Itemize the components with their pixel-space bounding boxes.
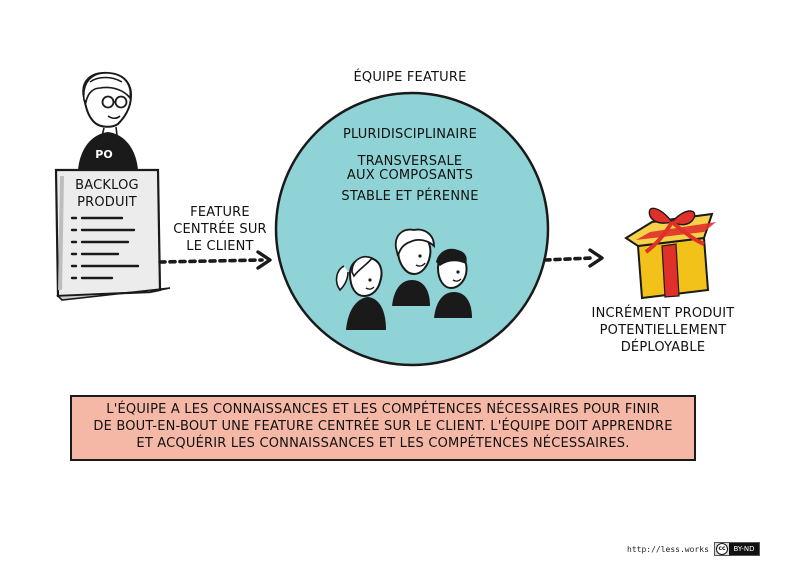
team-title: ÉQUIPE FEATURE	[353, 70, 467, 85]
output-label-line: INCRÉMENT PRODUIT	[591, 306, 735, 321]
flow-in-label-line: LE CLIENT	[186, 239, 254, 254]
arrow-out	[543, 248, 604, 268]
output-label: INCRÉMENT PRODUIT POTENTIELLEMENT DÉPLOY…	[588, 305, 738, 356]
summary-box	[70, 395, 696, 461]
po-badge: PO	[95, 148, 112, 161]
output-label-line: POTENTIELLEMENT	[599, 323, 727, 338]
output-label-line: DÉPLOYABLE	[620, 340, 706, 355]
backlog-document-icon	[54, 168, 171, 301]
summary-line: ET ACQUÉRIR LES CONNAISSANCES ET LES COM…	[136, 436, 630, 451]
flow-in-label: FEATURE CENTRÉE SUR LE CLIENT	[170, 204, 270, 255]
backlog-title-line: BACKLOG	[75, 178, 139, 193]
backlog-title: BACKLOG PRODUIT	[62, 177, 152, 211]
team-member-1-icon	[335, 256, 386, 330]
backlog-title-line: PRODUIT	[77, 195, 137, 210]
arrow-in	[158, 250, 272, 270]
gift-box-icon	[624, 207, 716, 300]
team-member-2-icon	[392, 228, 435, 306]
site-link[interactable]: http://less.works	[627, 545, 709, 554]
summary-line: DE BOUT-EN-BOUT UNE FEATURE CENTRÉE SUR …	[93, 419, 673, 434]
flow-in-label-line: FEATURE	[190, 205, 250, 220]
product-owner-icon	[78, 71, 138, 170]
team-trait-label: TRANSVERSALE	[357, 154, 463, 169]
license-label: BY-ND	[729, 543, 759, 555]
license-badge[interactable]: cc BY-ND	[714, 542, 760, 556]
cc-icon: cc	[716, 543, 728, 555]
team-trait-label: PLURIDISCIPLINAIRE	[342, 127, 478, 142]
team-trait-label: STABLE ET PÉRENNE	[341, 189, 479, 204]
team-trait-label: AUX COMPOSANTS	[346, 168, 474, 183]
summary-line: L'ÉQUIPE A LES CONNAISSANCES ET LES COMP…	[106, 402, 660, 417]
flow-in-label-line: CENTRÉE SUR	[173, 222, 267, 237]
team-member-3-icon	[434, 248, 472, 318]
